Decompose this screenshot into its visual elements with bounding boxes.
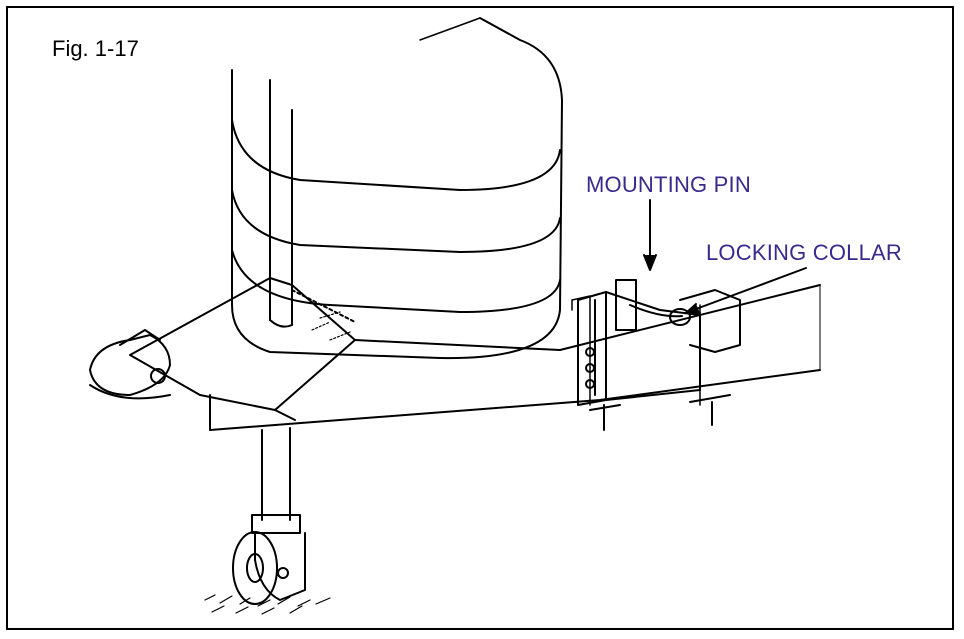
hitch-coupler — [90, 330, 170, 398]
tank-body — [232, 18, 562, 358]
support-pole — [270, 80, 292, 327]
figure-label: Fig. 1-17 — [52, 36, 139, 62]
locking-collar-label: LOCKING COLLAR — [706, 240, 902, 266]
mounting-pin-label: MOUNTING PIN — [586, 172, 751, 198]
jack-caster-wheel — [233, 428, 305, 604]
